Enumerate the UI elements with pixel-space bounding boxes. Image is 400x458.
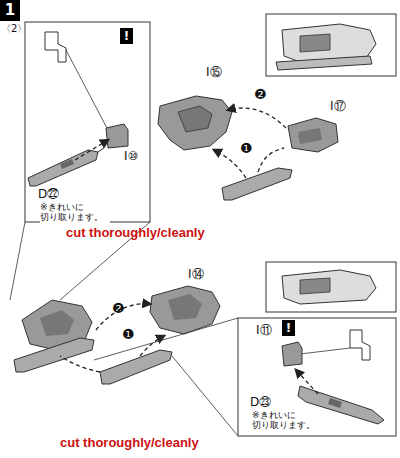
caution-mark: ! <box>282 320 295 336</box>
step-order: ❶ <box>122 326 135 342</box>
part-number: I⑪ <box>256 324 272 338</box>
translation-note: cut thoroughly/cleanly <box>66 226 205 241</box>
part-number: I⑰ <box>330 100 346 114</box>
step-order: ❷ <box>112 300 125 316</box>
cutting-note: ※きれいに 切り取ります。 <box>40 202 110 223</box>
part-number: I⑮ <box>206 66 222 80</box>
cutting-note: ※きれいに 切り取ります。 <box>252 410 322 431</box>
step-order: ❷ <box>254 86 267 102</box>
step-number: 1 <box>0 0 20 21</box>
part-number: D㉓ <box>250 396 271 410</box>
part-number: I⑩ <box>124 150 138 164</box>
step-order: ❶ <box>240 140 253 156</box>
caution-mark: ! <box>120 28 133 44</box>
translation-note: cut thoroughly/cleanly <box>60 436 199 451</box>
part-number: D㉒ <box>38 188 59 202</box>
part-number: I⑭ <box>188 268 204 282</box>
sub-step-number: 〈2〉 <box>1 23 27 35</box>
